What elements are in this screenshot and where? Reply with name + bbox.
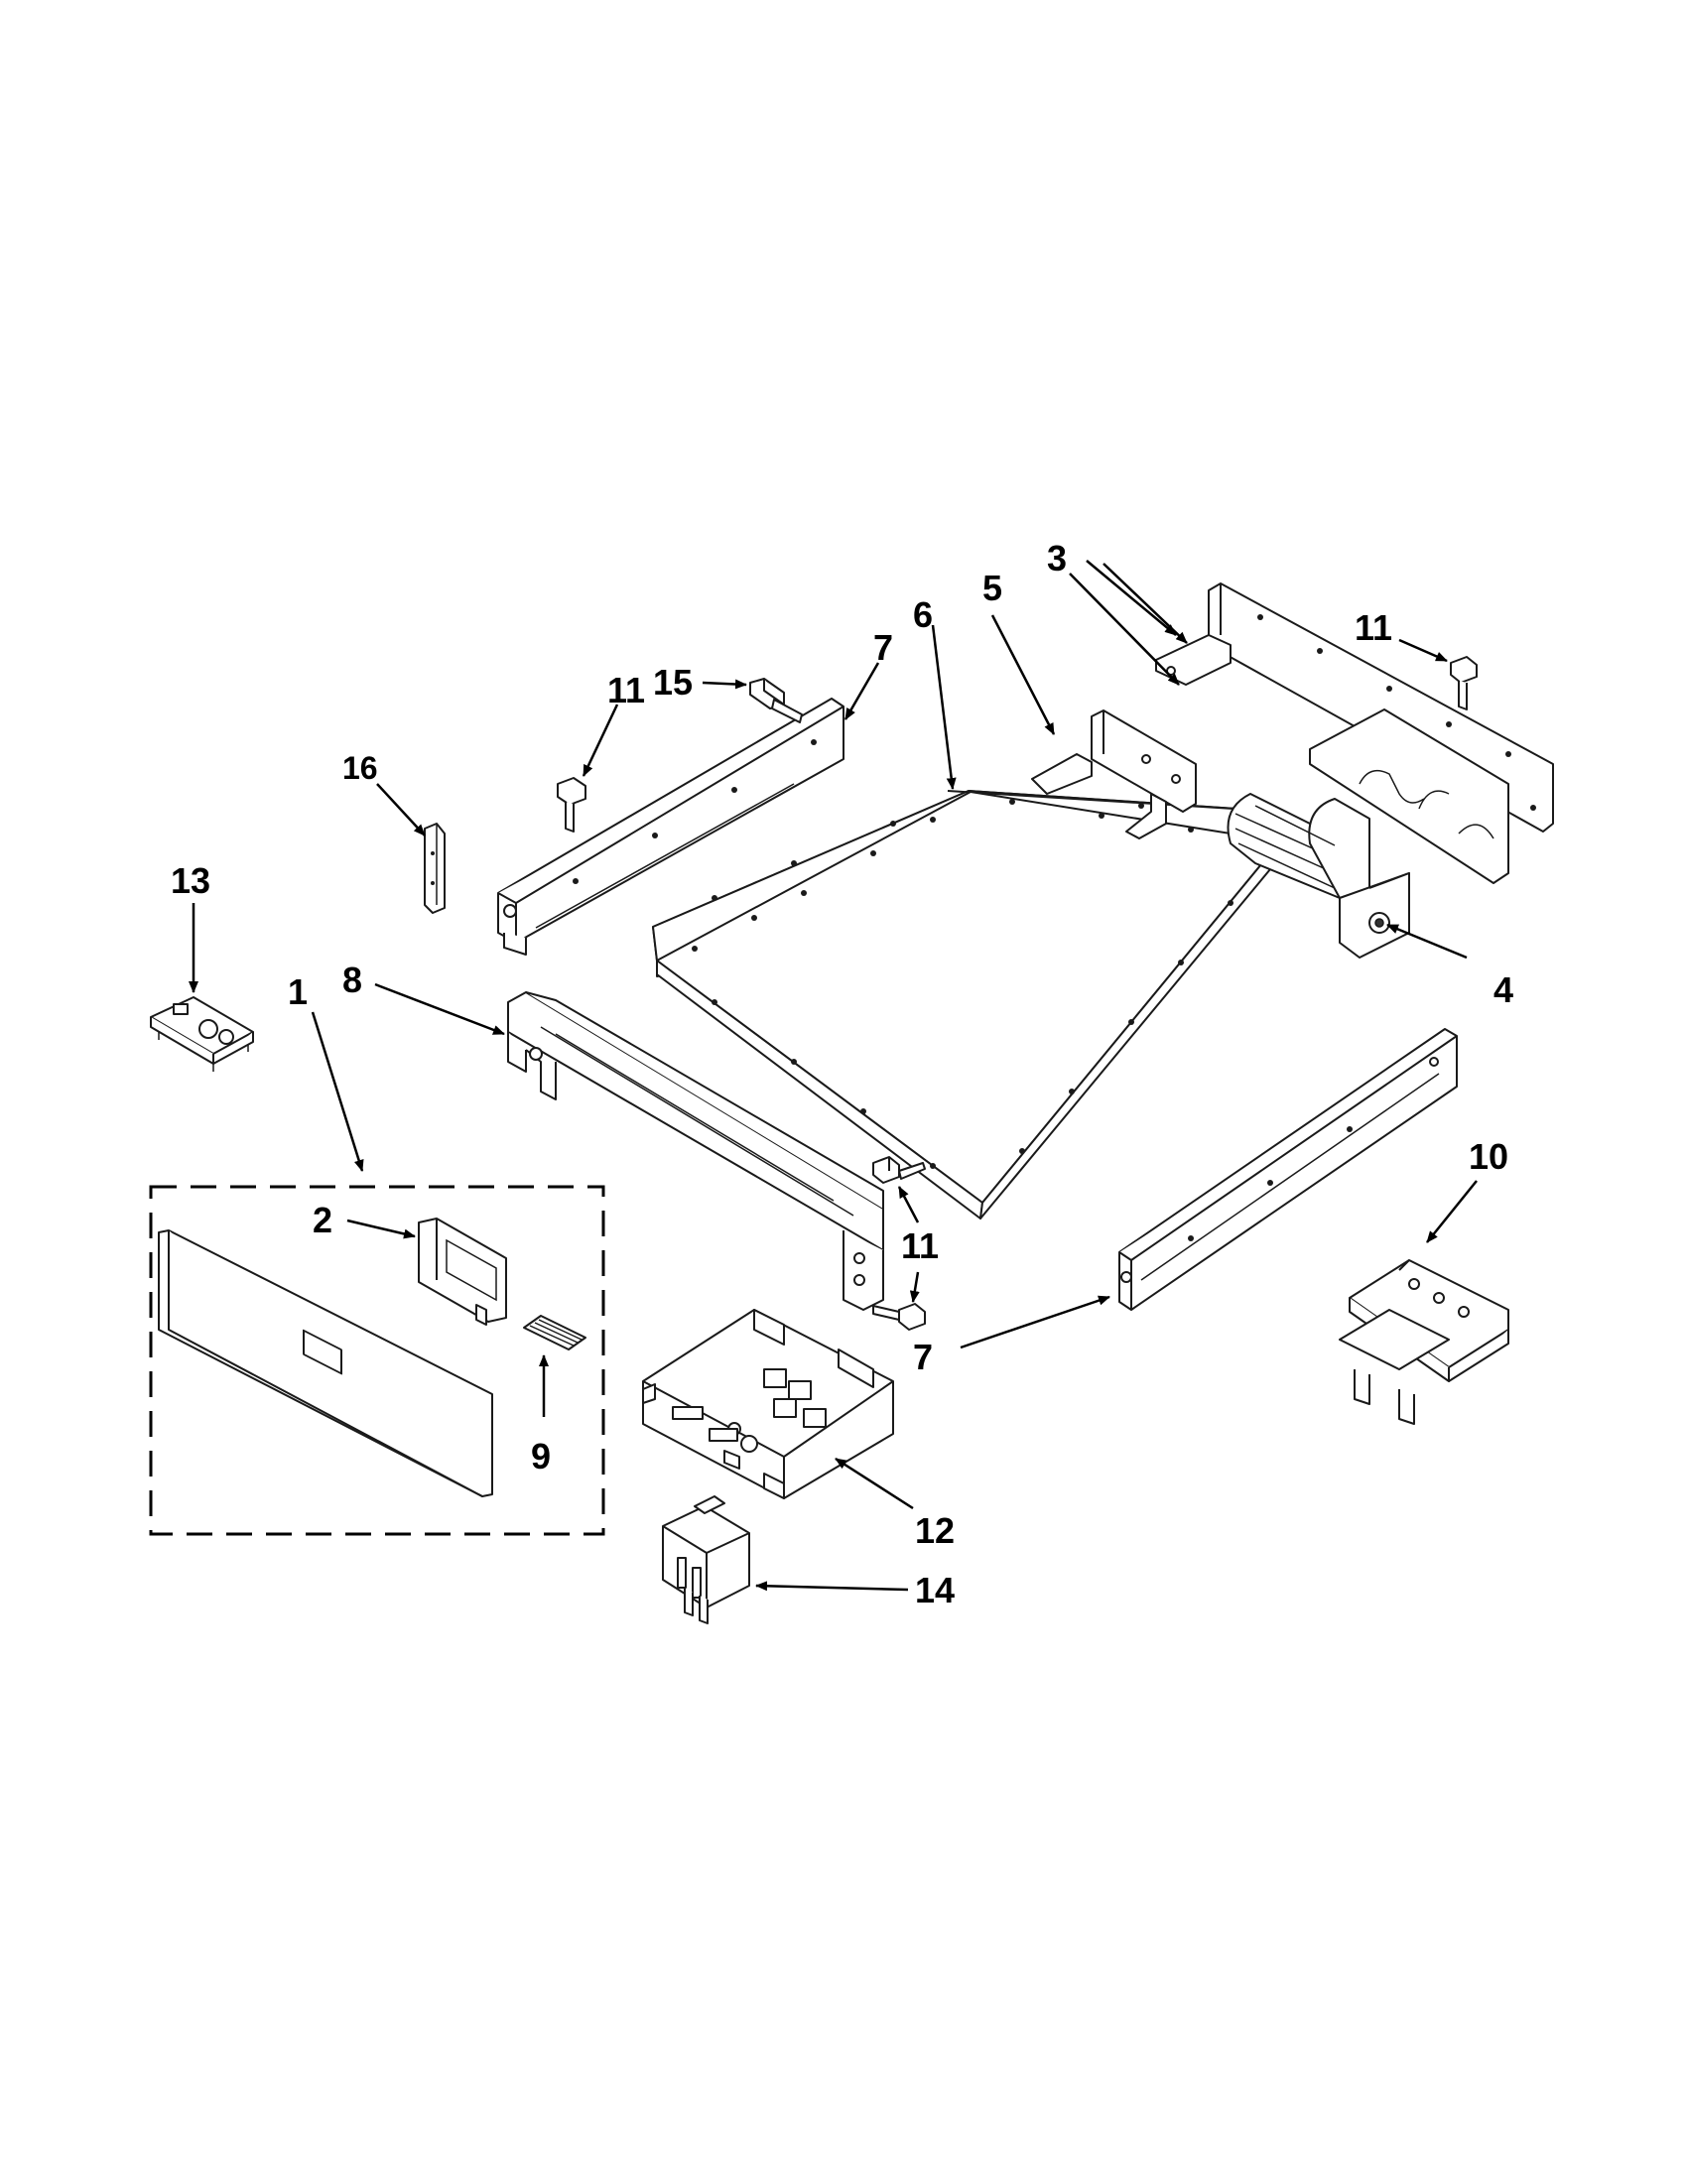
callout-7-top: 7: [873, 627, 893, 668]
leader-11-center-up: [897, 1186, 920, 1223]
leader-lines: [1069, 560, 1180, 686]
callout-8: 8: [342, 960, 362, 1000]
callout-15: 15: [653, 662, 693, 703]
mounting-bracket-part: [1031, 709, 1197, 839]
leader-12: [835, 1457, 914, 1510]
rear-bracket-part: [1155, 582, 1554, 884]
callout-3: 3: [1047, 538, 1067, 578]
callout-9: 9: [531, 1436, 551, 1477]
leader-5: [1069, 573, 1180, 686]
screw-part-11-center-upper: [872, 1156, 926, 1184]
leader-11-center-down: [909, 1271, 920, 1303]
small-strip-part: [424, 823, 446, 914]
top-panel-surface: [656, 791, 1281, 1220]
leader-3: [1103, 563, 1188, 644]
callout-4: 4: [1493, 969, 1513, 1010]
leader-11-top-right: [1398, 638, 1448, 663]
callout-11-center: 11: [901, 1225, 939, 1266]
leader-set: [189, 563, 1478, 1592]
callout-16: 16: [342, 750, 378, 786]
callout-14: 14: [915, 1570, 955, 1610]
screw-part-11-top-right: [1450, 656, 1478, 710]
callout-12: 12: [915, 1510, 955, 1551]
blower-fan-part: [1227, 793, 1410, 959]
leader-1: [311, 1011, 364, 1172]
leader-16: [376, 783, 426, 836]
callout-11-top-left: 11: [607, 670, 645, 710]
callout-7-bottom: 7: [913, 1337, 933, 1377]
front-rail-part: [507, 991, 884, 1311]
callout-11-top-right: 11: [1355, 607, 1392, 648]
side-rail-part-top: [497, 698, 844, 956]
side-rail-part-bottom: [1118, 1028, 1458, 1311]
panel-bracket-part: [418, 1218, 507, 1326]
callout-labels: 1 2 3 4 5 6 7 7 8 9 10 11 11 11 12 13 14…: [171, 538, 1513, 1610]
leader-7-top: [844, 662, 880, 720]
leader-5-main: [990, 614, 1056, 735]
leader-6: [931, 624, 957, 790]
control-board-part: [642, 1309, 894, 1499]
relay-part: [662, 1495, 750, 1624]
screw-part-15: [749, 678, 803, 723]
screw-part-11-center-lower: [872, 1303, 926, 1331]
control-panel-part: [158, 1229, 493, 1497]
leader-15: [702, 679, 747, 690]
callout-5: 5: [982, 568, 1002, 608]
leader-14: [755, 1581, 909, 1592]
leader-7-bottom: [960, 1295, 1110, 1349]
screw-part-11-top-left: [557, 777, 586, 833]
leader-8: [374, 982, 505, 1036]
callout-1: 1: [288, 971, 308, 1012]
leader-4: [1386, 923, 1468, 960]
power-supply-board-part: [150, 996, 254, 1072]
vent-grille-part: [523, 1315, 586, 1350]
leader-10: [1426, 1180, 1478, 1243]
callout-13: 13: [171, 860, 210, 901]
leader-11-top-left: [582, 704, 619, 777]
callout-6: 6: [913, 594, 933, 635]
callout-2: 2: [313, 1200, 332, 1240]
callout-10: 10: [1469, 1136, 1508, 1177]
leader-2: [346, 1219, 416, 1239]
support-bracket-part: [1339, 1259, 1509, 1425]
